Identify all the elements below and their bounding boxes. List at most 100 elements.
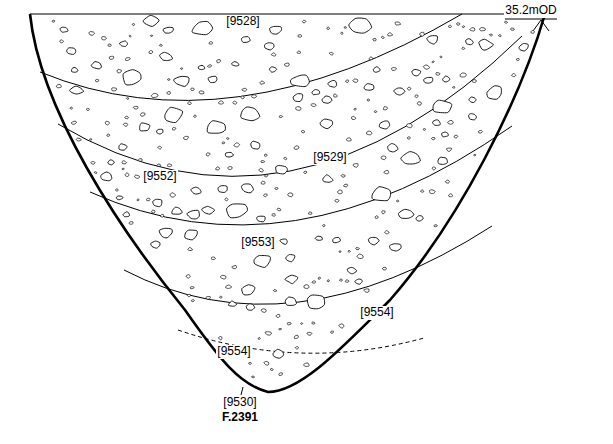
stone [259,168,263,172]
stone [187,210,199,219]
layer-boundaries [40,14,522,353]
stone [260,81,265,84]
stone [101,172,112,181]
stone [489,34,492,36]
stone [216,167,220,170]
stone [276,165,288,173]
stone [320,119,332,129]
stone [327,280,329,282]
stone [261,161,265,163]
stone [432,167,436,170]
layer-boundary [90,126,512,225]
stone [226,285,232,288]
stone [251,141,260,149]
stone [432,120,440,126]
stone [284,63,289,66]
stone [264,154,267,156]
stone [123,123,127,126]
stone [273,290,276,292]
stone [381,156,386,160]
stone [294,146,299,149]
stone [252,376,255,377]
stone [241,107,260,121]
stone [234,143,240,147]
stone [438,157,448,164]
stone [165,107,183,122]
stone [183,136,188,139]
stone [460,73,466,77]
stone [474,154,476,155]
stone [89,139,91,140]
stone [163,27,173,33]
stone [335,199,339,202]
stone [368,237,379,245]
stone [329,52,333,55]
stone [327,27,330,29]
stone [280,239,287,244]
stone [125,58,130,61]
stone [174,76,189,86]
stone [220,296,223,298]
stone [208,65,212,67]
stone [394,88,405,95]
stone [415,95,418,98]
stone [116,196,123,200]
stone [346,80,349,82]
stone [140,113,145,116]
stone [367,99,369,101]
stone [372,187,391,201]
stone [384,170,389,173]
stone [188,102,192,105]
stone [487,86,502,100]
stone [122,168,124,169]
stone [56,84,61,87]
stone [433,100,452,113]
stone [72,67,78,72]
stone [264,194,268,197]
datum-level: 35.2mOD [504,4,557,17]
stone [132,24,134,26]
stone [269,67,276,72]
stone [242,285,255,295]
stone [143,15,159,26]
stone [396,200,399,202]
datum-underline [505,19,557,20]
stone [290,75,309,87]
stone [125,173,129,177]
stone [126,98,128,100]
stone [339,279,342,281]
layer-boundary [40,14,462,100]
stone [367,131,372,135]
stone [147,198,151,200]
stone [417,102,421,106]
stone [199,91,204,94]
stone [276,314,280,317]
stone [412,69,421,76]
stone [469,97,476,103]
stone [135,175,140,178]
stone [322,225,325,227]
stone [448,120,454,124]
stone [241,184,253,193]
stone [353,79,358,82]
stone [356,248,360,250]
stone [272,214,275,216]
stone [315,236,322,240]
stone [60,40,64,43]
stone [504,21,507,23]
stone [357,254,363,259]
stone [454,135,458,138]
stone [469,114,477,120]
stone [231,62,239,66]
stone [76,138,81,141]
stone [382,267,386,270]
stone [390,244,402,251]
stone [228,167,233,170]
stone [112,88,117,91]
stone [157,164,161,166]
stone [312,90,320,95]
stone [466,39,474,45]
stone [159,44,162,46]
stone [519,43,528,50]
stone [190,287,194,289]
